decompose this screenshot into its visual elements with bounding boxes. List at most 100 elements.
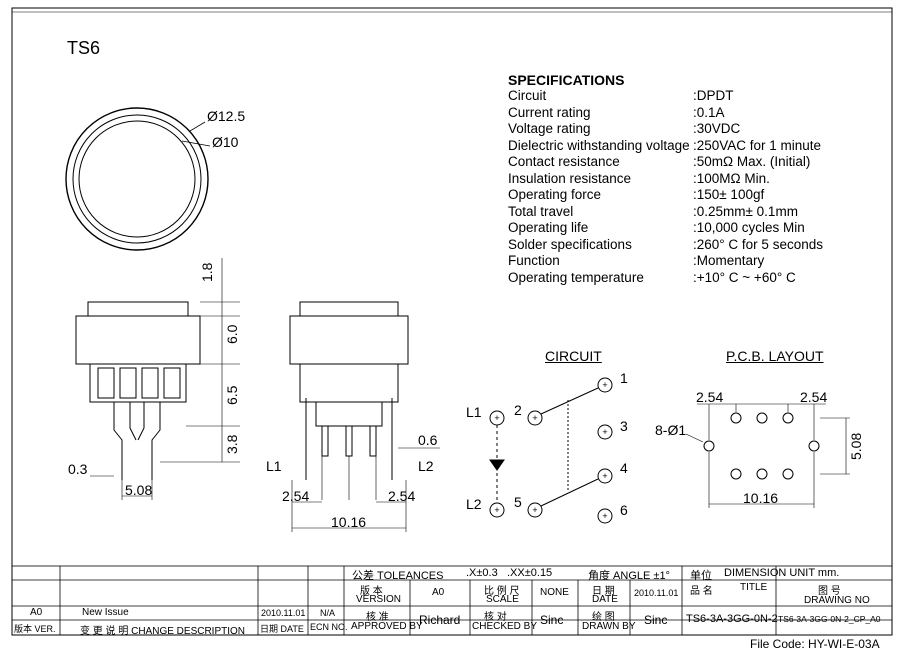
approved-cn: 核 准 xyxy=(366,612,389,623)
drawing-no-cn: 图 号 xyxy=(818,586,841,597)
date-column: 日期 DATE xyxy=(260,624,304,634)
drawing-no-label: DRAWING NO xyxy=(804,595,870,606)
spec-label: Contact resistance xyxy=(508,154,620,169)
ver-column: 版本 VER. xyxy=(14,624,56,634)
version-label: VERSION xyxy=(356,594,402,605)
title-cn: 品 名 xyxy=(690,586,713,597)
spec-value: :Momentary xyxy=(693,253,765,268)
spec-label: Current rating xyxy=(508,105,591,120)
checked-cn: 核 对 xyxy=(484,612,507,623)
date-value: 2010.11.01 xyxy=(634,588,679,598)
version-cn: 版 本 xyxy=(360,586,383,597)
inner-diameter-label: Ø10 xyxy=(212,134,239,150)
circuit-diagram xyxy=(489,377,613,524)
checked-label: CHECKED BY xyxy=(472,621,538,632)
rev-description: New Issue xyxy=(82,607,129,618)
change-description-column: 变 更 说 明 CHANGE DESCRIPTION xyxy=(80,626,246,637)
pcb-heading: P.C.B. LAYOUT xyxy=(726,348,824,364)
spec-label: Operating force xyxy=(508,187,602,202)
angle: 角度 ANGLE ±1° xyxy=(588,570,670,582)
svg-text:+: + xyxy=(602,511,607,521)
pcb-layout xyxy=(685,403,850,508)
model-title: TS6 xyxy=(67,38,101,58)
rev-ecn: N/A xyxy=(320,608,336,618)
spec-label: Function xyxy=(508,253,560,268)
rev-version: A0 xyxy=(30,607,43,618)
spec-value: :+10° C ~ +60° C xyxy=(693,270,796,285)
circuit-pin: 2 xyxy=(514,402,522,418)
drawing-no-value: TS6-3A-3GG-0N-2_CP_A0 xyxy=(778,614,881,624)
title-label: TITLE xyxy=(740,582,768,593)
approved-label: APPROVED BY xyxy=(351,621,423,632)
circuit-pin: 6 xyxy=(620,502,628,518)
drawn-cn: 绘 图 xyxy=(592,612,615,623)
dim-5-08: 5.08 xyxy=(125,482,153,498)
dim-3-8: 3.8 xyxy=(224,434,240,454)
front-view xyxy=(289,301,440,532)
svg-text:+: + xyxy=(602,471,607,481)
date-label: DATE xyxy=(592,594,618,605)
drawn-label: DRAWN BY xyxy=(582,621,636,632)
checked-value: Sinc xyxy=(540,613,564,627)
spec-label: Operating life xyxy=(508,220,589,235)
drawn-value: Sinc xyxy=(644,613,668,627)
file-code: File Code: HY-WI-E-03A xyxy=(750,637,880,651)
circuit-pin: 1 xyxy=(620,370,628,386)
spec-label: Dielectric withstanding voltage xyxy=(508,138,690,153)
sheet-border xyxy=(11,7,893,636)
top-view xyxy=(65,107,211,251)
spec-value: :100MΩ Min. xyxy=(693,171,770,186)
approved-value: Richard xyxy=(419,613,461,627)
circuit-label-l1: L1 xyxy=(466,404,482,420)
spec-value: :250VAC for 1 minute xyxy=(693,138,822,153)
title-value: TS6-3A-3GG-0N-2 xyxy=(686,613,778,625)
version-value: A0 xyxy=(432,587,445,598)
spec-label: Insulation resistance xyxy=(508,171,632,186)
circuit-pin: 5 xyxy=(514,494,522,510)
specifications-heading: SPECIFICATIONS xyxy=(508,72,625,88)
front-label-l2: L2 xyxy=(418,458,434,474)
dim-6-5: 6.5 xyxy=(224,385,240,405)
scale-cn: 比 例 尺 xyxy=(484,586,520,597)
dimension-unit: DIMENSION UNIT mm. xyxy=(724,567,840,579)
circuit-label-l2: L2 xyxy=(466,496,482,512)
date-cn: 日 期 xyxy=(592,586,615,597)
spec-label: Circuit xyxy=(508,88,547,103)
dim-2-54-left: 2.54 xyxy=(282,488,310,504)
unit-cn: 单位 xyxy=(690,570,712,582)
spec-value: :0.25mm± 0.1mm xyxy=(693,204,798,219)
spec-value: :DPDT xyxy=(693,88,734,103)
svg-text:+: + xyxy=(494,505,499,515)
side-view xyxy=(75,258,240,500)
rev-date: 2010.11.01 xyxy=(261,608,306,618)
spec-value: :10,000 cycles Min xyxy=(693,220,805,235)
dim-6-0: 6.0 xyxy=(224,324,240,344)
pcb-dim-5-08: 5.08 xyxy=(848,432,864,460)
ecn-column: ECN NO. xyxy=(310,622,348,632)
pcb-dim-10-16: 10.16 xyxy=(743,490,779,506)
scale-label: SCALE xyxy=(486,594,519,605)
circuit-heading: CIRCUIT xyxy=(545,348,602,364)
pcb-holes: 8-Ø1 xyxy=(655,422,687,438)
spec-label: Solder specifications xyxy=(508,237,632,252)
circuit-pin: 4 xyxy=(620,460,628,476)
pcb-dim-left: 2.54 xyxy=(696,389,724,405)
dim-2-54-right: 2.54 xyxy=(388,488,416,504)
pcb-dim-right: 2.54 xyxy=(800,389,828,405)
tolerances: 公差 TOLEANCES xyxy=(352,570,444,582)
spec-label: Operating temperature xyxy=(508,270,644,285)
spec-value: :30VDC xyxy=(693,121,741,136)
scale-value: NONE xyxy=(540,587,569,598)
spec-value: :0.1A xyxy=(693,105,725,120)
dim-0-3: 0.3 xyxy=(68,461,88,477)
svg-text:+: + xyxy=(602,427,607,437)
tol-x: .X±0.3 xyxy=(466,567,498,579)
spec-value: :150± 100gf xyxy=(693,187,765,202)
spec-label: Total travel xyxy=(508,204,574,219)
svg-text:+: + xyxy=(494,413,499,423)
svg-text:+: + xyxy=(532,505,537,515)
dim-10-16: 10.16 xyxy=(331,514,367,530)
side-label-l1: L1 xyxy=(266,458,282,474)
outer-diameter-label: Ø12.5 xyxy=(207,108,246,124)
